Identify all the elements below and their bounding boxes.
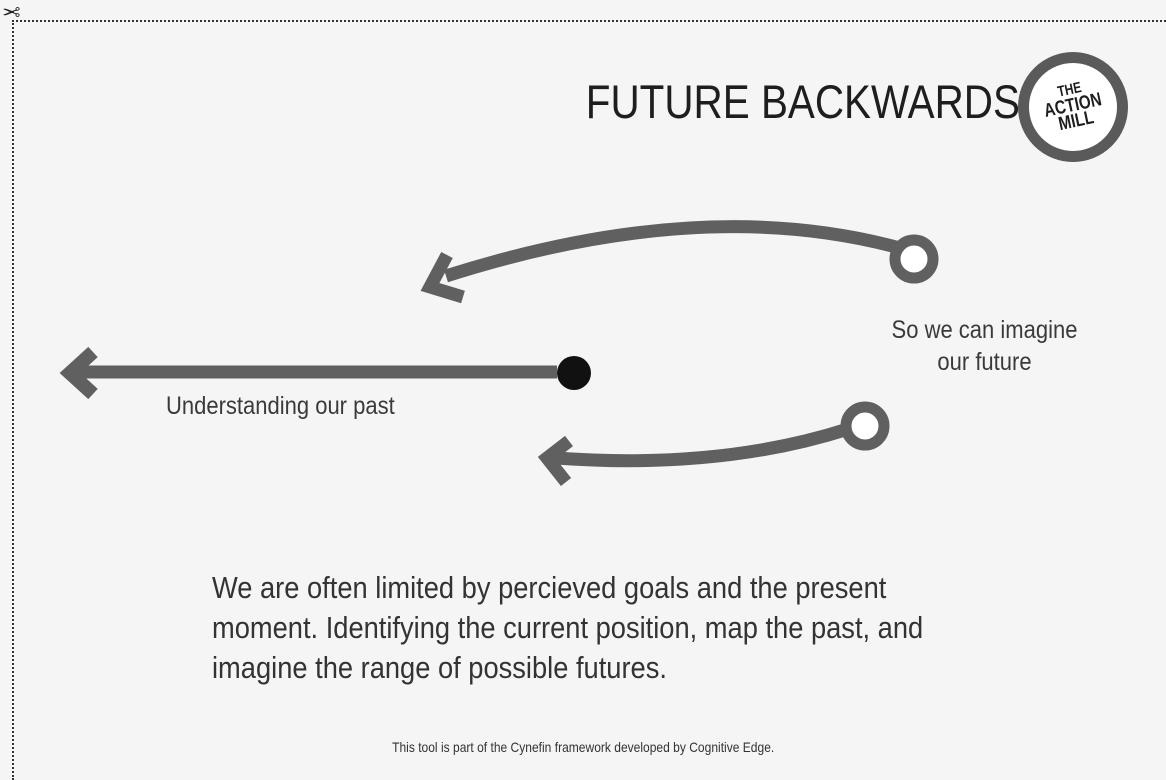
lower-arrow-head xyxy=(537,435,573,487)
lower-future-endpoint xyxy=(840,401,890,451)
upper-future-endpoint xyxy=(889,234,939,284)
upper-future-arrow xyxy=(444,220,898,283)
past-label: Understanding our past xyxy=(166,392,395,420)
action-mill-logo: THE ACTION MILL xyxy=(1018,52,1128,162)
future-label: So we can imagine our future xyxy=(891,316,1078,376)
footer-credit: This tool is part of the Cynefin framewo… xyxy=(0,739,1166,755)
cut-line-border xyxy=(12,20,1166,780)
footer-credit-text: This tool is part of the Cynefin framewo… xyxy=(391,739,775,755)
page-title: FUTURE BACKWARDS xyxy=(585,75,1020,128)
description-text: We are often limited by percieved goals … xyxy=(212,570,924,685)
lower-future-arrow xyxy=(555,422,850,468)
upper-arrow-head xyxy=(420,251,465,304)
present-dot xyxy=(557,356,591,390)
past-arrow-head xyxy=(59,346,98,400)
